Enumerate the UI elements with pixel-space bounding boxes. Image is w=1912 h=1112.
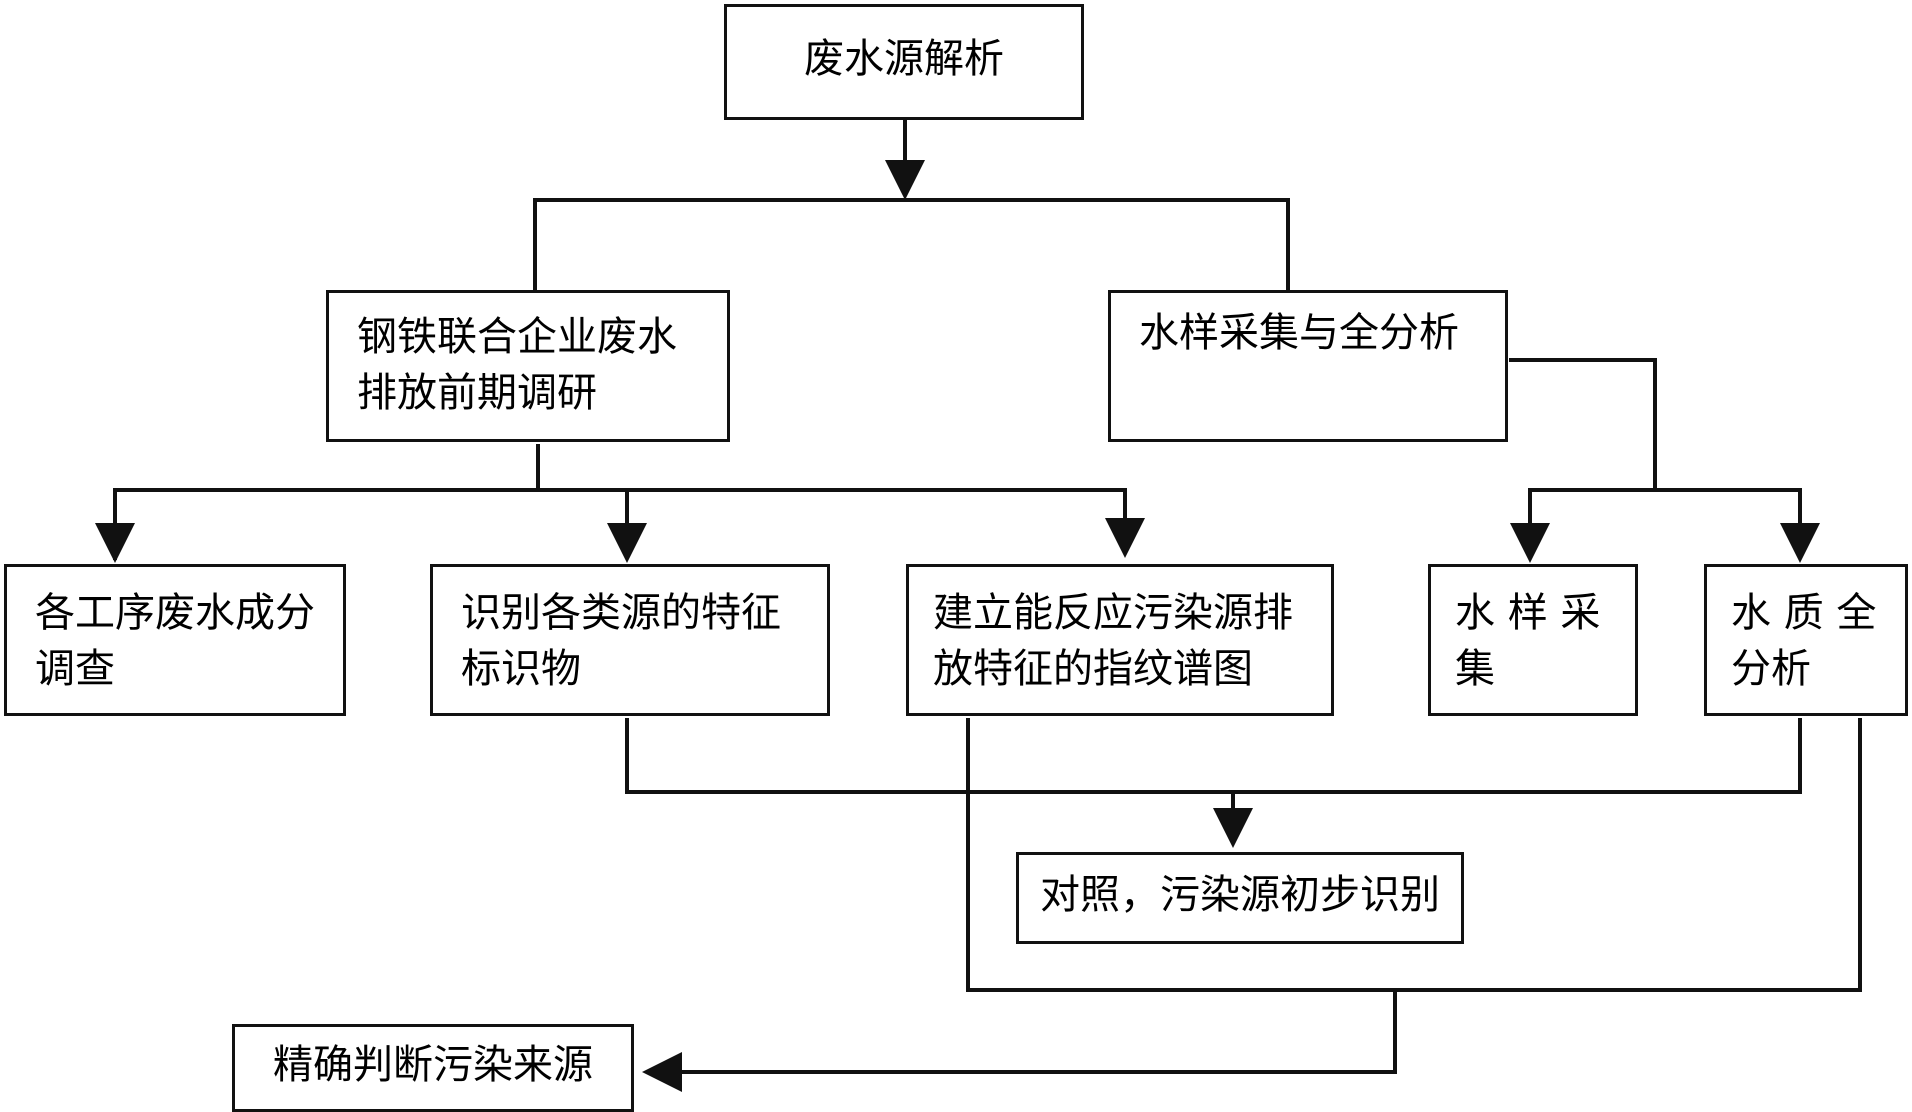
- node-compare: 对照，污染源初步识别: [1016, 852, 1464, 944]
- node-process-line-1: 各工序废水成分: [35, 590, 315, 636]
- node-survey: 钢铁联合企业废水 排放前期调研: [326, 290, 730, 442]
- node-process-line-2: 调查: [35, 646, 115, 692]
- arrow-to-final: [642, 990, 1397, 1092]
- node-water-sample-line-2: 集: [1455, 646, 1495, 692]
- node-survey-line-1: 钢铁联合企业废水: [357, 314, 677, 360]
- node-sampling-label: 水样采集与全分析: [1139, 310, 1459, 356]
- node-water-sample: 水 样 采 集: [1428, 564, 1638, 716]
- node-sampling: 水样采集与全分析: [1108, 290, 1508, 442]
- node-water-quality-line-2: 分析: [1731, 646, 1811, 692]
- node-markers-line-2: 标识物: [461, 646, 581, 692]
- node-compare-label: 对照，污染源初步识别: [1040, 872, 1440, 918]
- node-final-label: 精确判断污染来源: [273, 1042, 593, 1088]
- sampling-split-connector: [1528, 488, 1802, 555]
- node-fingerprint-line-2: 放特征的指纹谱图: [933, 646, 1253, 692]
- final-merge-connector: [966, 718, 1862, 992]
- node-root: 废水源解析: [724, 4, 1084, 120]
- node-root-label: 废水源解析: [804, 36, 1004, 82]
- node-water-quality-line-1: 水 质 全: [1731, 590, 1877, 636]
- node-final: 精确判断污染来源: [232, 1024, 634, 1112]
- sampling-stem: [1509, 358, 1657, 490]
- compare-merge-connector: [625, 718, 1802, 794]
- node-fingerprint: 建立能反应污染源排 放特征的指纹谱图: [906, 564, 1334, 716]
- node-water-sample-line-1: 水 样 采: [1455, 590, 1601, 636]
- node-survey-line-2: 排放前期调研: [357, 370, 597, 416]
- node-process: 各工序废水成分 调查: [4, 564, 346, 716]
- node-markers-line-1: 识别各类源的特征: [461, 590, 781, 636]
- node-markers: 识别各类源的特征 标识物: [430, 564, 830, 716]
- survey-split-connector: [113, 488, 1145, 560]
- root-split-connector: [533, 198, 1290, 290]
- node-water-quality: 水 质 全 分析: [1704, 564, 1908, 716]
- node-fingerprint-line-1: 建立能反应污染源排: [933, 590, 1293, 636]
